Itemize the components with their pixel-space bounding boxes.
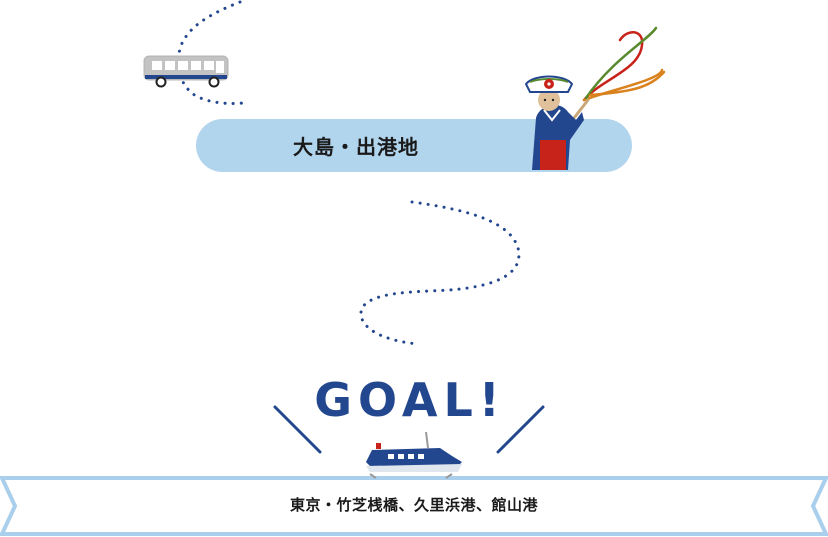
goal-heading: GOAL!	[314, 373, 506, 427]
route-dotted-path-middle	[359, 200, 521, 346]
destination-banner-frame	[0, 476, 828, 536]
goal-accent-line-left	[273, 405, 322, 454]
origin-label: 大島・出港地	[293, 135, 419, 159]
route-dotted-path-top	[177, 0, 246, 105]
bus-icon	[143, 55, 229, 88]
goal-accent-line-right	[496, 405, 545, 454]
destination-label: 東京・竹芝桟橋、久里浜港、館山港	[289, 495, 538, 514]
